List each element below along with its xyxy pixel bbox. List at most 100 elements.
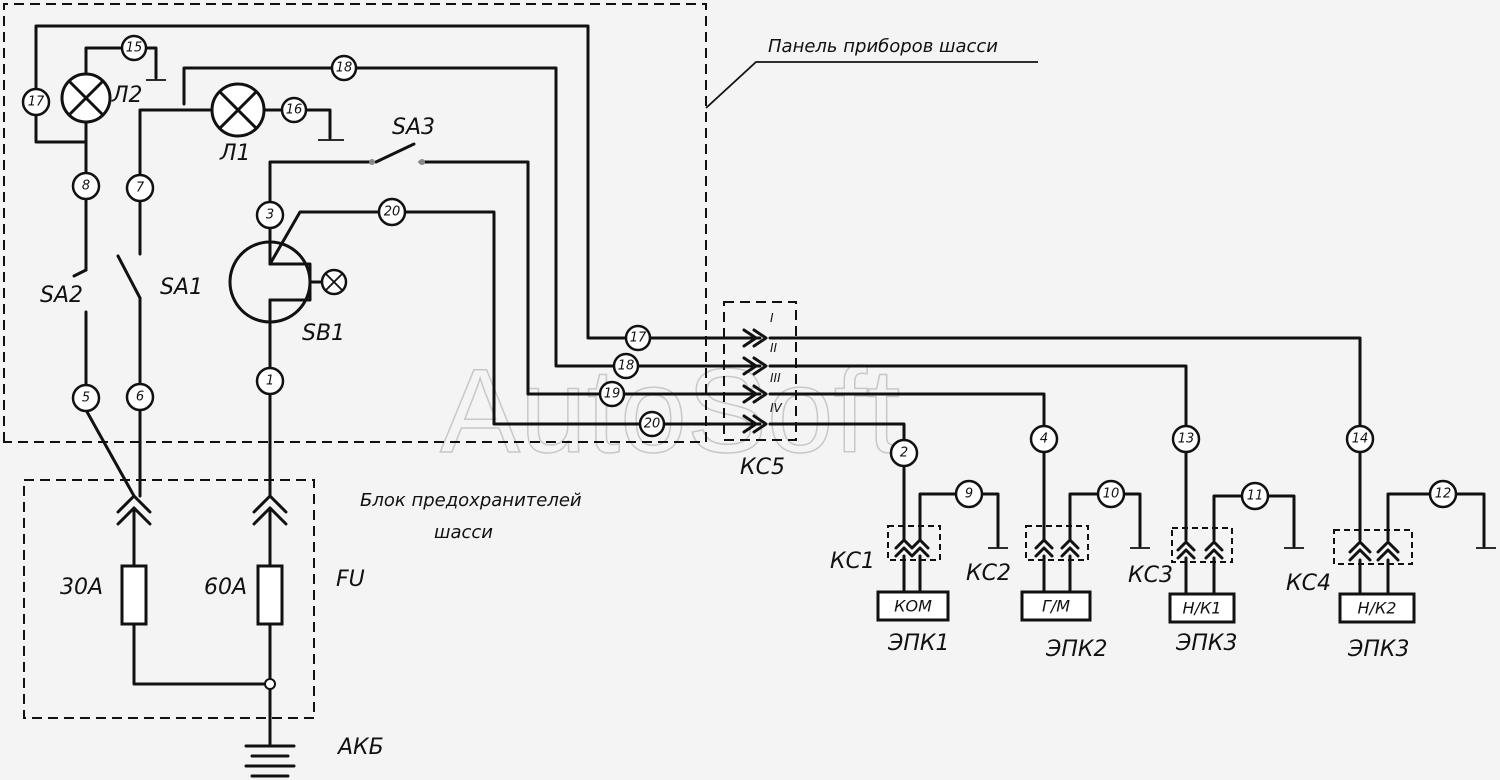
label-fu: FU	[336, 567, 365, 592]
label-sa1: SA1	[160, 275, 203, 300]
svg-text:14: 14	[1352, 432, 1369, 447]
kc5-pin-iv-icon	[742, 414, 768, 434]
label-l2: Л2	[111, 83, 143, 108]
svg-text:19: 19	[604, 387, 621, 402]
fuse-block-boundary	[23, 479, 315, 719]
svg-text:20: 20	[644, 417, 661, 432]
wire-node-5: 5	[71, 383, 101, 413]
wire-node-17b: 17	[624, 324, 652, 352]
wire-18-b	[354, 66, 762, 368]
wire-node-2: 2	[889, 438, 919, 468]
wire-node-18b: 18	[612, 352, 640, 380]
kc3-connector	[1176, 540, 1224, 596]
wire-20-a	[268, 210, 382, 266]
box-gm-label: Г/М	[1042, 597, 1070, 616]
junction-node	[264, 678, 276, 690]
kc2-connector	[1034, 538, 1080, 594]
wire-node-11: 11	[1240, 481, 1270, 511]
panel-label-leader	[705, 61, 1038, 109]
svg-text:5: 5	[82, 391, 90, 406]
sa3-pin-a	[369, 159, 375, 165]
wire-node-19: 19	[598, 380, 626, 408]
label-epk3a: ЭПК3	[1175, 631, 1238, 656]
svg-text:13: 13	[1178, 432, 1195, 447]
sb1-lamp-icon	[320, 268, 348, 296]
box-kom	[876, 590, 950, 622]
label-sa2: SA2	[40, 283, 83, 308]
wire-11-a	[1212, 494, 1244, 542]
label-kc3: КС3	[1128, 563, 1173, 588]
svg-text:12: 12	[1435, 487, 1452, 502]
fuse-block-label-2: шасси	[434, 522, 493, 543]
wire-node-4: 4	[1029, 424, 1059, 454]
wire-20-b	[402, 210, 642, 426]
svg-text:20: 20	[384, 205, 401, 220]
svg-text:9: 9	[965, 487, 973, 502]
wire-node-12: 12	[1428, 479, 1458, 509]
svg-text:4: 4	[1040, 432, 1048, 447]
wire-node-14: 14	[1345, 424, 1375, 454]
fuse-block	[116, 494, 288, 746]
sa1-blade	[116, 254, 142, 300]
kc2-boundary	[1025, 525, 1089, 561]
kc5-pin-ii: II	[770, 341, 778, 355]
box-nk2-label: Н/К2	[1358, 599, 1397, 618]
wire-5-diag	[84, 408, 136, 498]
wire-3-top	[268, 160, 374, 204]
wire-16-b	[304, 108, 332, 140]
lamp-l2-icon	[60, 72, 112, 124]
fuse-30a-icon	[120, 564, 148, 626]
lamp-l1-icon	[210, 82, 266, 138]
label-sb1: SB1	[302, 321, 345, 346]
label-fuse-30a: 30А	[60, 575, 103, 600]
wire-node-7: 7	[125, 173, 155, 203]
svg-text:17: 17	[28, 95, 45, 110]
wire-node-1: 1	[255, 366, 285, 396]
kc1-boundary	[887, 525, 941, 561]
svg-text:8: 8	[82, 179, 90, 194]
label-epk1: ЭПК1	[887, 631, 950, 656]
fuse-30a-out	[132, 622, 270, 686]
wire-node-9: 9	[954, 479, 984, 509]
label-epk3b: ЭПК3	[1347, 637, 1410, 662]
kc4-connector	[1348, 540, 1400, 596]
wire-node-10: 10	[1096, 479, 1126, 509]
wire-14	[768, 336, 1362, 428]
wire-node-20b: 20	[638, 410, 666, 438]
wire-node-17: 17	[21, 87, 51, 117]
kc5-connector	[742, 328, 768, 434]
box-gm	[1020, 590, 1092, 622]
svg-text:18: 18	[336, 61, 353, 76]
wire-7-top	[138, 108, 212, 180]
wire-4	[768, 392, 1046, 428]
wire-node-18: 18	[330, 54, 358, 82]
wire-2	[768, 422, 906, 442]
wire-node-6: 6	[125, 382, 155, 412]
wire-10-a	[1068, 492, 1100, 542]
label-fuse-60a: 60А	[204, 575, 247, 600]
wire-19	[418, 160, 762, 396]
wire-11-b	[1266, 494, 1296, 548]
svg-text:18: 18	[618, 359, 635, 374]
svg-text:16: 16	[286, 103, 303, 118]
svg-text:3: 3	[266, 208, 274, 223]
kc1-connector	[894, 538, 930, 594]
label-kc4: КС4	[1286, 571, 1331, 596]
sb1-contact	[268, 262, 312, 302]
wire-node-8: 8	[71, 171, 101, 201]
svg-text:1: 1	[266, 374, 274, 389]
wire-node-13: 13	[1171, 424, 1201, 454]
svg-text:17: 17	[630, 331, 647, 346]
kc3-boundary	[1171, 527, 1233, 563]
kc5-pin-iv: IV	[770, 401, 783, 415]
label-battery: АКБ	[336, 735, 384, 760]
label-kc2: КС2	[966, 561, 1011, 586]
wire-node-20: 20	[377, 197, 407, 227]
label-sa3: SA3	[392, 115, 435, 140]
svg-text:10: 10	[1103, 487, 1120, 502]
battery-icon	[244, 744, 296, 778]
svg-text:11: 11	[1247, 489, 1264, 504]
box-nk1	[1168, 592, 1236, 624]
sa3-blade	[374, 142, 416, 164]
